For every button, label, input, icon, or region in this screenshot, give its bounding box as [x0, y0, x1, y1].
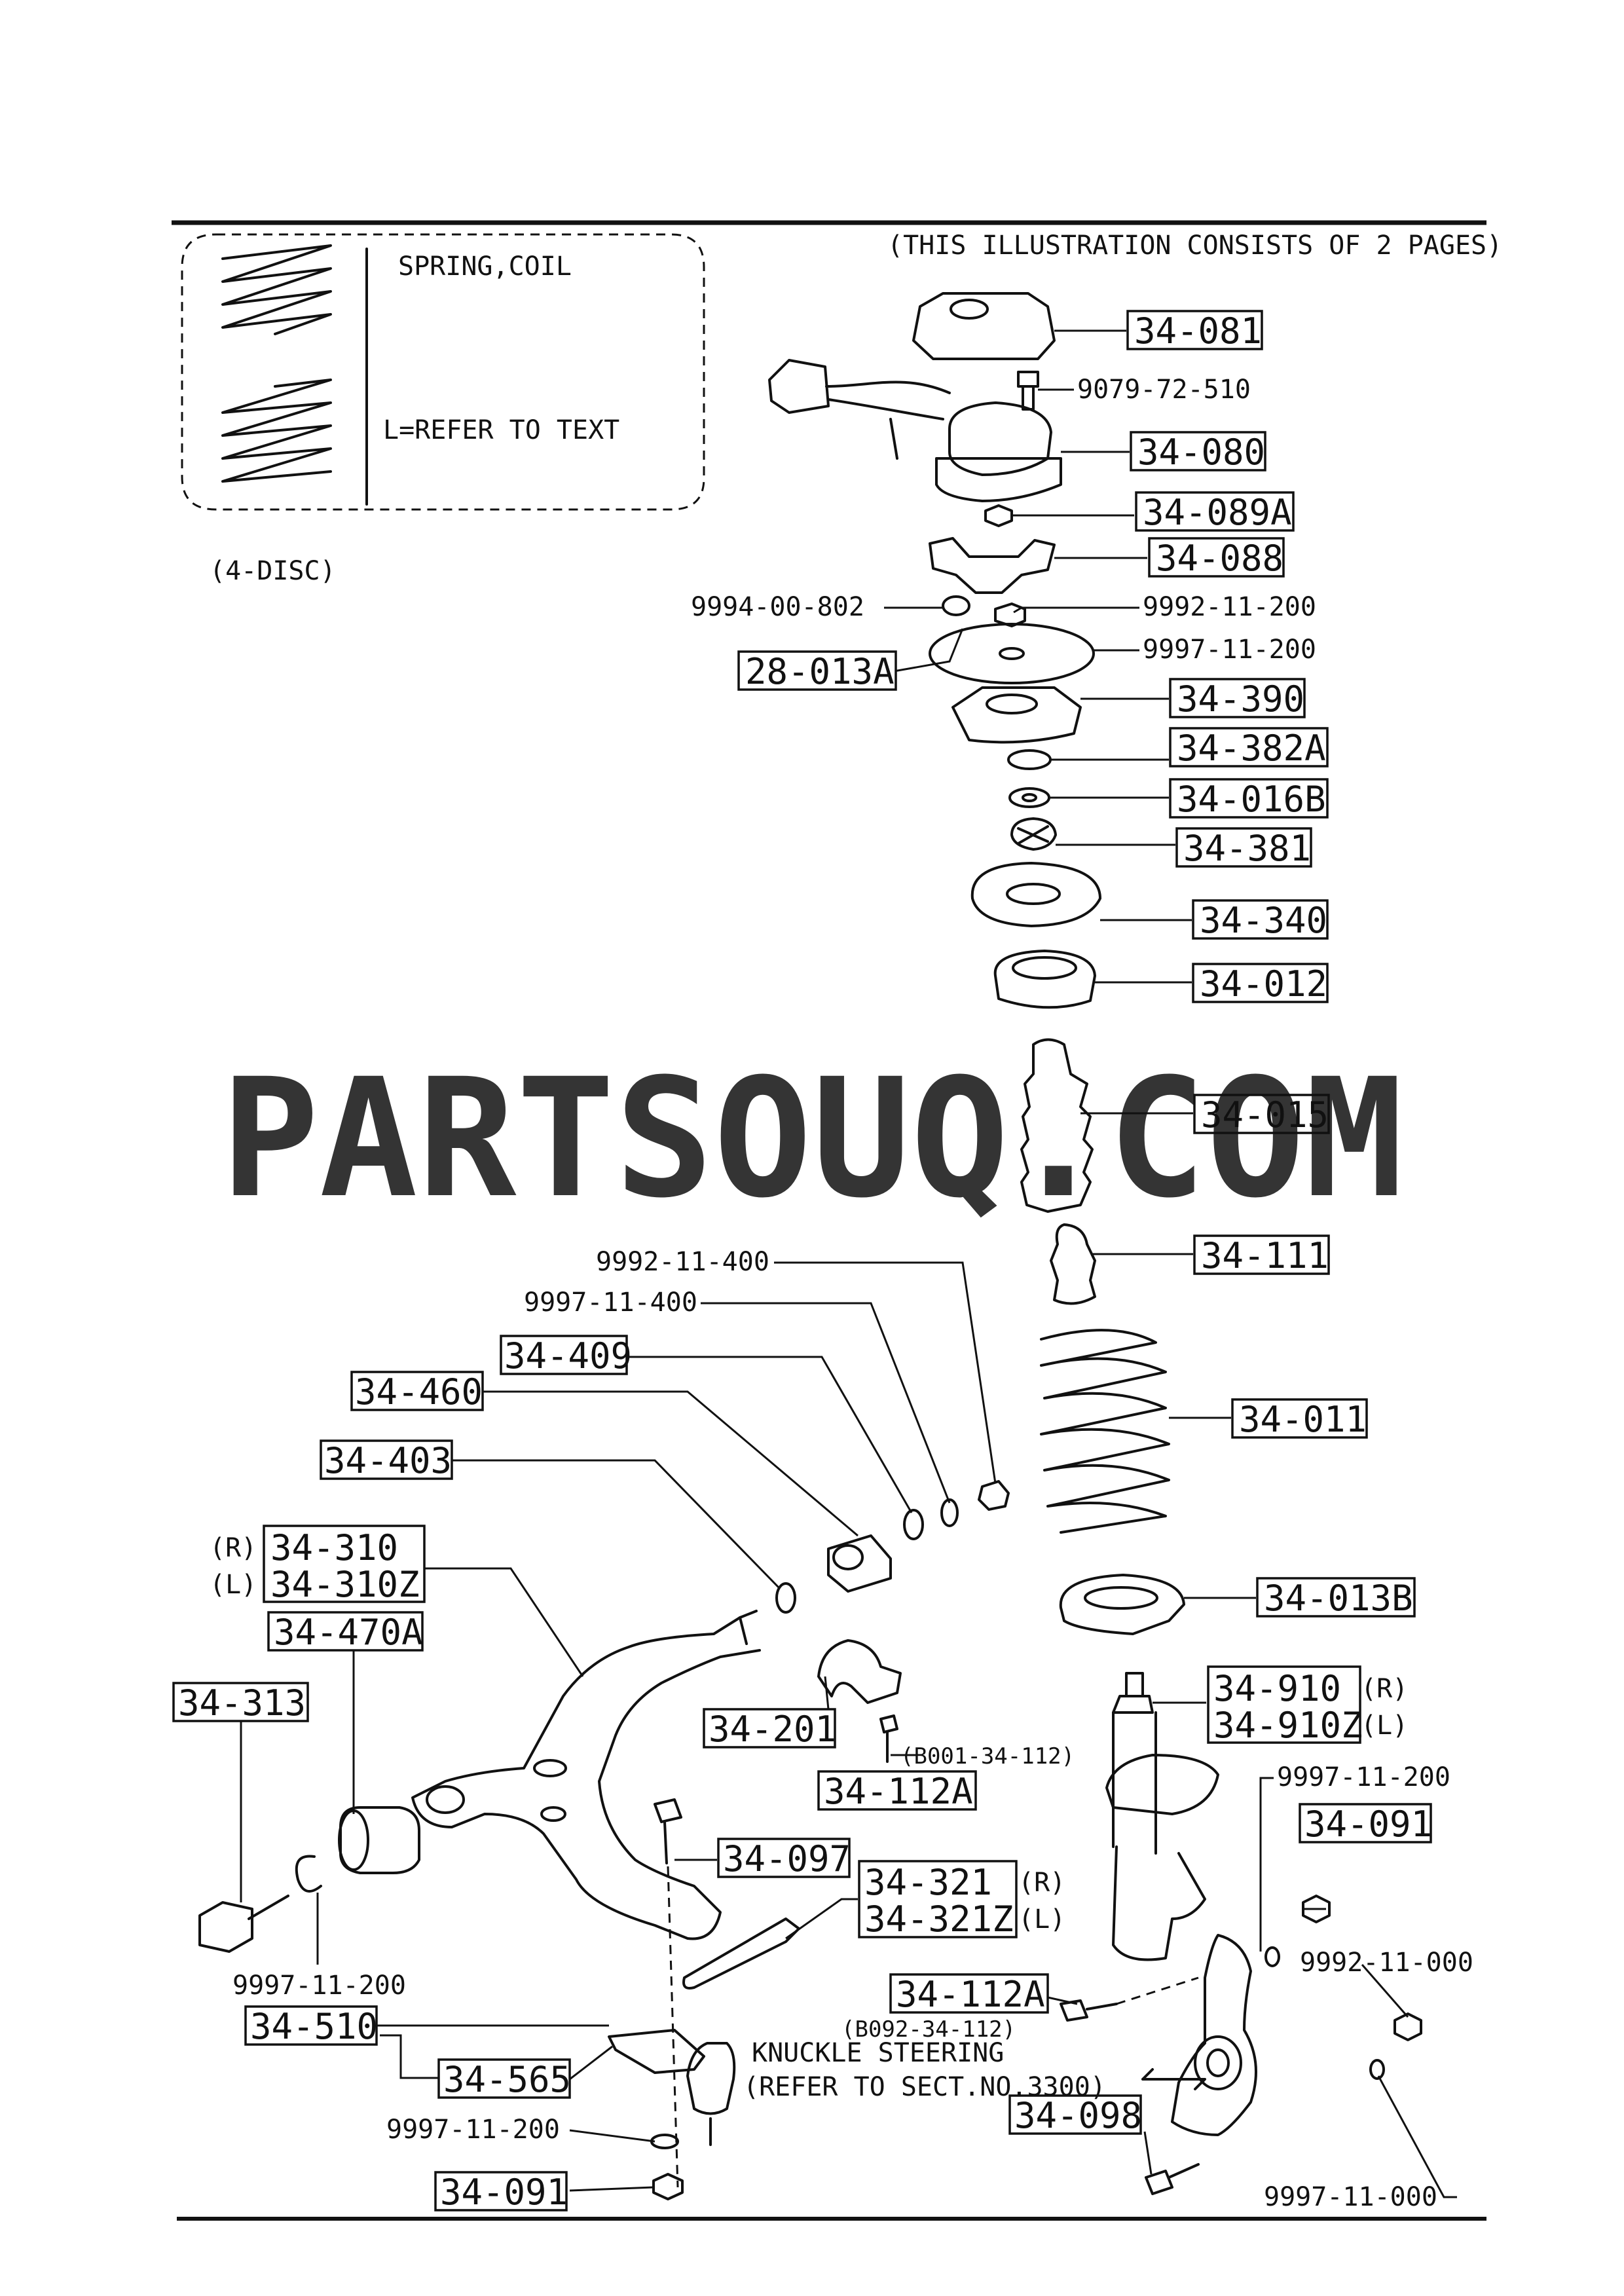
part-34-098: 34-098 — [1014, 2095, 1142, 2136]
main-coil-spring-drawing — [1040, 1329, 1170, 1534]
knuckle-line-2: (REFER TO SECT.NO.3300) — [743, 2072, 1106, 2102]
ref-9997-11-200-right: 9997-11-200 — [1277, 1762, 1450, 1792]
nut-drawing — [984, 504, 1013, 527]
part-34-390: 34-390 — [1177, 678, 1304, 720]
side-l-310: (L) — [210, 1570, 257, 1600]
ref-9079-72-510: 9079-72-510 — [1077, 375, 1251, 405]
side-r-910: (R) — [1361, 1674, 1408, 1704]
side-r-321: (R) — [1018, 1868, 1065, 1898]
part-34-012: 34-012 — [1200, 963, 1327, 1005]
ref-9997-11-000: 9997-11-000 — [1264, 2182, 1437, 2212]
part-34-097: 34-097 — [723, 1838, 851, 1879]
part-34-088: 34-088 — [1156, 538, 1283, 579]
part-28-013a: 28-013A — [745, 651, 895, 692]
part-34-340: 34-340 — [1200, 900, 1327, 941]
steering-knuckle-drawing — [1171, 1934, 1257, 2136]
part-34-510: 34-510 — [250, 2006, 378, 2047]
bracket-drawing — [929, 537, 1056, 594]
reference-numbers: 9079-72-510 9994-00-802 9992-11-200 9997… — [232, 375, 1473, 2212]
part-34-409: 34-409 — [504, 1335, 632, 1377]
inset-title: SPRING,COIL — [398, 251, 572, 282]
mount-plate-drawing — [951, 686, 1082, 744]
bushing-drawing — [827, 1534, 892, 1593]
ball-joint-drawing — [686, 2042, 736, 2115]
part-34-382a: 34-382A — [1177, 728, 1326, 769]
ref-9992-11-400: 9992-11-400 — [596, 1247, 769, 1277]
ref-9997-11-200-left: 9997-11-200 — [232, 1971, 406, 2001]
part-34-080: 34-080 — [1137, 432, 1265, 473]
ref-b001-34-112: (B001-34-112) — [900, 1743, 1075, 1769]
actuator-drawing — [948, 401, 1052, 476]
part-34-381: 34-381 — [1183, 828, 1311, 869]
mount-cap-drawing — [912, 292, 1056, 360]
part-34-011: 34-011 — [1239, 1399, 1367, 1440]
part-34-112a-low: 34-112A — [896, 1974, 1045, 2015]
part-34-201: 34-201 — [709, 1709, 836, 1750]
coil-spring-icon — [221, 244, 332, 483]
ref-9992-11-200: 9992-11-200 — [1143, 592, 1316, 622]
part-34-321: 34-321 — [864, 1862, 992, 1903]
dust-boot-drawing — [1020, 1038, 1094, 1213]
side-l-321: (L) — [1018, 1904, 1065, 1935]
watermark: PARTSOUQ.COM — [221, 1043, 1403, 1234]
part-34-089a: 34-089A — [1143, 492, 1292, 533]
side-r-310: (R) — [210, 1533, 257, 1563]
ref-9997-11-400: 9997-11-400 — [524, 1287, 697, 1318]
part-34-565: 34-565 — [443, 2059, 571, 2100]
ref-9997-11-200-top: 9997-11-200 — [1143, 635, 1316, 665]
part-34-016b: 34-016B — [1177, 779, 1326, 820]
knuckle-line-1: KNUCKLE STEERING — [752, 2038, 1004, 2068]
connector-drawing — [768, 359, 830, 414]
spring-seat-drawing — [970, 862, 1101, 927]
lower-arm-drawings — [198, 1480, 1010, 2200]
spring-inset: SPRING,COIL L=REFER TO TEXT — [181, 233, 705, 511]
leader-lines — [240, 329, 1457, 2198]
part-34-310: 34-310 — [270, 1527, 398, 1568]
part-34-321z: 34-321Z — [864, 1898, 1014, 1940]
part-34-111: 34-111 — [1201, 1235, 1329, 1276]
part-34-091-bottom: 34-091 — [440, 2172, 568, 2213]
part-34-470a: 34-470A — [274, 1612, 423, 1653]
variant-label: (4-DISC) — [210, 556, 336, 586]
ref-9992-11-000: 9992-11-000 — [1300, 1948, 1473, 1978]
shock-absorber-drawing — [1112, 1672, 1154, 1714]
part-34-460: 34-460 — [355, 1371, 483, 1413]
part-34-081: 34-081 — [1134, 310, 1262, 352]
strut-mount-drawings — [768, 292, 1185, 1635]
part-34-091-right: 34-091 — [1304, 1804, 1432, 1845]
part-34-910z: 34-910Z — [1213, 1705, 1363, 1746]
part-34-403: 34-403 — [324, 1440, 452, 1481]
part-34-910: 34-910 — [1213, 1668, 1341, 1709]
ref-9997-11-200-bottom: 9997-11-200 — [386, 2115, 560, 2145]
inset-note: L=REFER TO TEXT — [383, 415, 619, 445]
part-34-310z: 34-310Z — [270, 1564, 420, 1605]
part-34-013b: 34-013B — [1264, 1578, 1413, 1619]
side-l-910: (L) — [1361, 1711, 1408, 1741]
part-34-313: 34-313 — [178, 1682, 306, 1724]
header-note: (THIS ILLUSTRATION CONSISTS OF 2 PAGES) — [887, 231, 1502, 261]
shock-drawings — [1060, 1672, 1422, 2195]
part-34-112a-top: 34-112A — [824, 1771, 973, 1812]
part-34-015: 34-015 — [1201, 1094, 1329, 1136]
boxed-part-labels: 34-081 34-080 34-089A 34-088 28-013A 34-… — [172, 310, 1432, 2213]
lower-control-arm-drawing — [411, 1616, 761, 1940]
ref-b092-34-112: (B092-34-112) — [841, 2016, 1016, 2043]
ref-9994-00-802: 9994-00-802 — [691, 592, 864, 622]
bump-stop-drawing — [1050, 1223, 1096, 1305]
